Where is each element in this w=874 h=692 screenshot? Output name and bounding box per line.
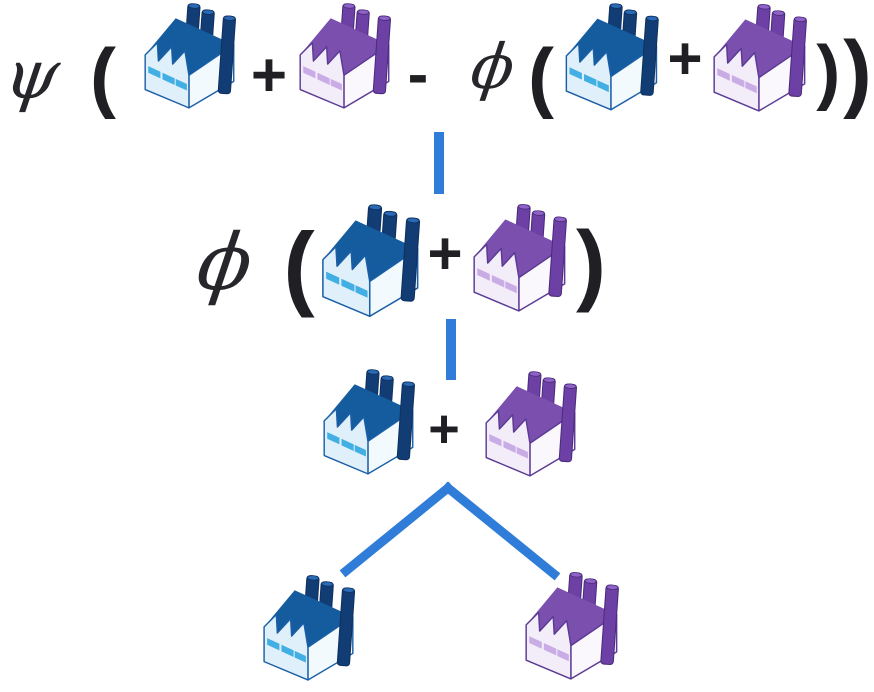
branch-right-edge bbox=[441, 481, 561, 581]
close-paren-outer: ) bbox=[843, 24, 872, 120]
phi-symbol-row2: ϕ bbox=[192, 218, 258, 308]
blue-factory-icon bbox=[322, 203, 421, 318]
open-paren-outer: ( bbox=[90, 32, 116, 120]
plus-sign-1: + bbox=[250, 41, 288, 110]
close-paren-inner: ) bbox=[816, 32, 841, 112]
close-paren-row2: ) bbox=[576, 214, 606, 314]
close-paren-pair: ) ) bbox=[812, 22, 874, 122]
open-paren-row2: ( bbox=[283, 213, 315, 318]
purple-factory-icon bbox=[525, 571, 620, 680]
branch-connector bbox=[339, 481, 561, 581]
plus-sign-4: + bbox=[428, 399, 460, 459]
blue-factory-icon bbox=[263, 574, 356, 681]
blue-factory-icon bbox=[323, 368, 416, 475]
vertical-connector-2 bbox=[446, 319, 456, 380]
psi-symbol: ψ bbox=[0, 36, 65, 115]
branch-left-edge bbox=[339, 481, 455, 578]
blue-factory-icon bbox=[144, 2, 237, 109]
purple-factory-icon bbox=[713, 3, 808, 112]
vertical-connector-1 bbox=[434, 132, 444, 194]
purple-factory-icon bbox=[485, 370, 578, 477]
plus-sign-2: + bbox=[667, 25, 703, 92]
phi-symbol-row1: ϕ bbox=[466, 30, 520, 103]
purple-factory-icon bbox=[473, 203, 568, 312]
minus-sign: - bbox=[407, 40, 429, 109]
purple-factory-icon bbox=[299, 2, 392, 109]
blue-factory-icon bbox=[565, 2, 660, 111]
plus-sign-3: + bbox=[427, 220, 463, 287]
open-paren-inner: ( bbox=[528, 32, 554, 120]
